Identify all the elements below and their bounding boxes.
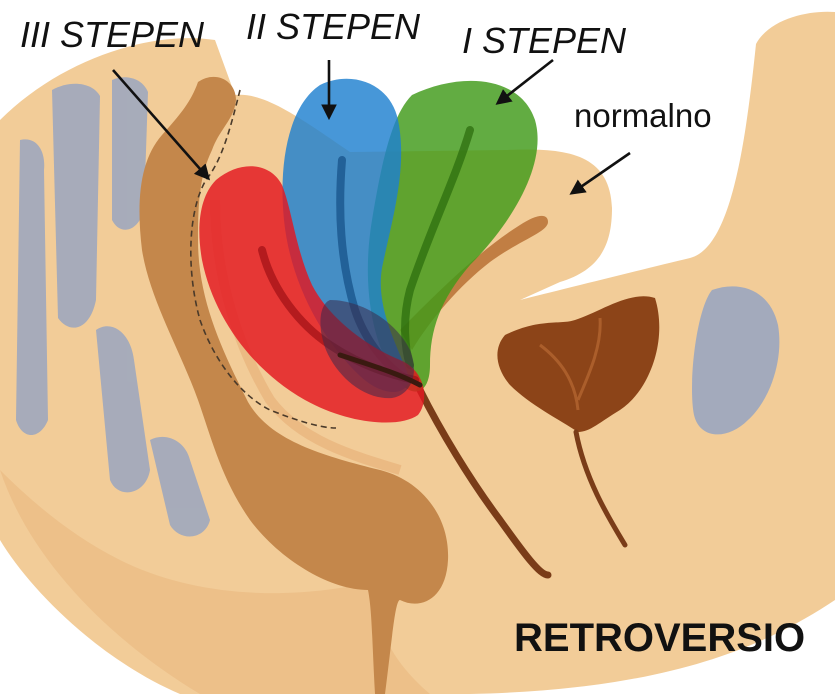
diagram-title: RETROVERSIO: [514, 616, 805, 661]
arrow-grade-1: [498, 60, 553, 103]
label-grade-3: III STEPEN: [20, 14, 204, 56]
label-grade-2: II STEPEN: [246, 6, 420, 48]
label-normal: normalno: [574, 97, 712, 135]
label-grade-1: I STEPEN: [462, 20, 626, 62]
